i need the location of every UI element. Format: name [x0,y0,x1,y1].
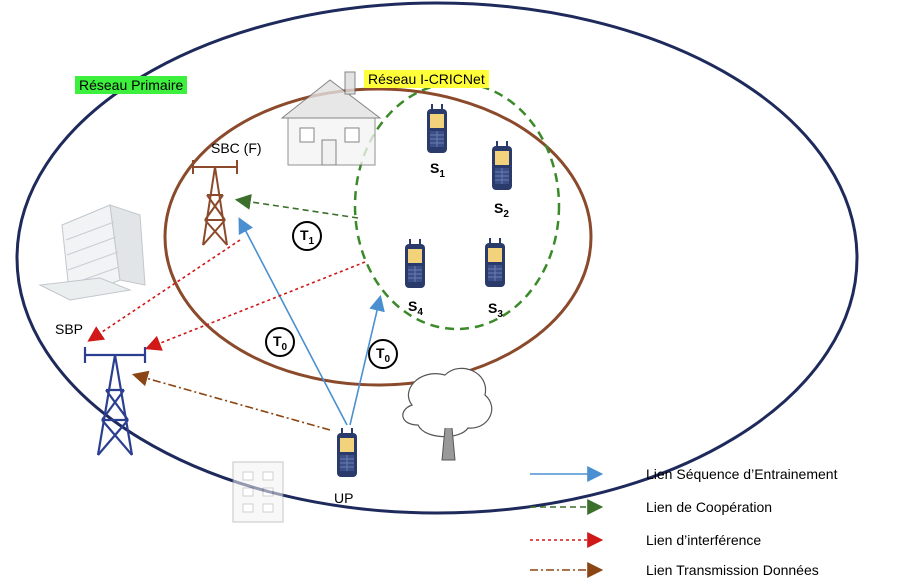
cooperation-cluster-boundary [353,81,561,331]
legend-training-link: Lien Séquence d’Entrainement [646,466,838,482]
tree-icon [402,367,493,461]
primary-network-label: Réseau Primaire [75,76,188,94]
training-link-up-to-cluster [349,294,385,426]
phone-s4-icon [404,238,426,289]
s1-label: S1 [430,160,445,180]
data-transmission-link [131,370,331,431]
legend-cooperation-link: Lien de Coopération [646,499,773,515]
training-link-up-to-sbc [238,217,348,426]
cooperation-link [234,193,359,219]
primary-network-boundary [15,1,859,515]
t0-badge-right: T0 [368,339,398,369]
phone-up-icon [336,427,358,478]
office-building-icon [38,204,146,301]
phone-s3-icon [484,237,506,288]
phone-s1-icon [426,103,448,154]
interference-link-cluster-to-sbp [145,261,366,351]
s4-label: S4 [408,298,423,318]
legend-interference-link: Lien d’interférence [646,532,762,548]
legend-swatches [530,466,604,578]
house-icon [280,71,382,166]
sbp-label: SBP [55,321,84,337]
t0-badge-left: T0 [265,327,295,357]
cricnet-network-label: Réseau I-CRICNet [364,70,489,88]
apartment-building-icon [232,461,284,523]
up-label: UP [334,490,354,506]
s2-label: S2 [494,200,509,220]
t1-badge: T1 [292,221,322,251]
cognitive-network-boundary [163,87,593,387]
phone-s2-icon [491,140,513,191]
legend-data-transmission-link: Lien Transmission Données [646,562,819,578]
sbp-tower-icon [83,347,147,456]
sbc-tower-icon [192,160,238,246]
sbc-label: SBC (F) [211,140,262,156]
s3-label: S3 [488,300,503,320]
interference-link-sbc-to-sbp [87,239,241,342]
